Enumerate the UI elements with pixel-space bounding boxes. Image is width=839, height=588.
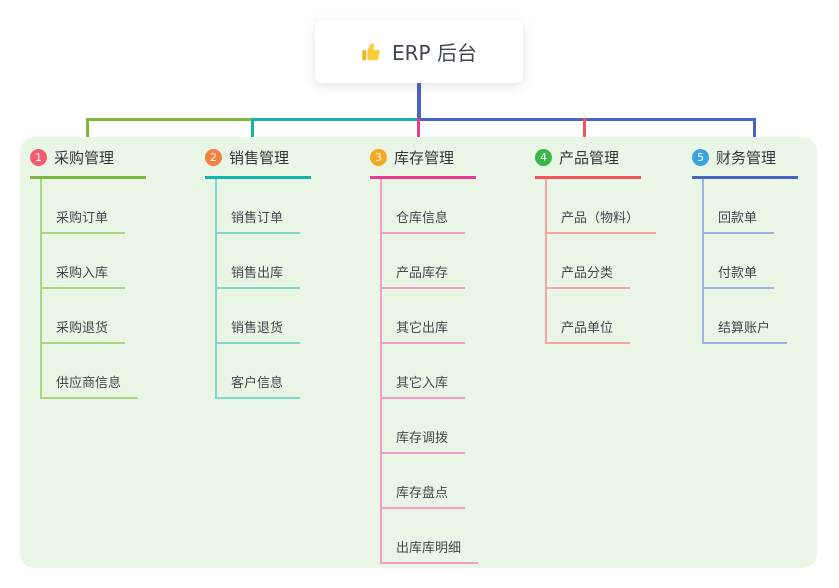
child-node[interactable]: 库存盘点 [382, 454, 478, 509]
thumbs-up-icon [362, 42, 380, 60]
branch-label: 销售管理 [229, 149, 290, 167]
child-node[interactable]: 产品单位 [547, 289, 656, 344]
child-node[interactable]: 仓库信息 [382, 179, 478, 234]
branch-inventory: 3 库存管理 仓库信息 产品库存 其它出库 其它入库 库存调拨 库存盘点 出库库… [370, 147, 479, 564]
branch-header-product[interactable]: 4 产品管理 [535, 147, 641, 179]
branch-number-badge: 1 [30, 149, 47, 166]
branch-label: 产品管理 [559, 149, 620, 167]
branch-finance: 5 财务管理 回款单 付款单 结算账户 [692, 147, 798, 344]
child-node[interactable]: 产品（物料） [547, 179, 657, 234]
child-node[interactable]: 其它入库 [382, 344, 478, 399]
branch-number-badge: 2 [205, 149, 222, 166]
child-node[interactable]: 采购退货 [42, 289, 138, 344]
child-node[interactable]: 供应商信息 [42, 344, 139, 399]
root-node-label: ERP 后台 [392, 41, 477, 65]
child-node[interactable]: 出库库明细 [382, 509, 479, 564]
branch-product: 4 产品管理 产品（物料） 产品分类 产品单位 [535, 147, 657, 344]
child-node[interactable]: 销售退货 [217, 289, 301, 344]
panel [20, 137, 817, 568]
child-node[interactable]: 销售订单 [217, 179, 301, 234]
branch-number-badge: 5 [692, 149, 709, 166]
branch-label: 财务管理 [716, 149, 777, 167]
child-node[interactable]: 库存调拨 [382, 399, 478, 454]
connector-segment-sales [252, 118, 418, 121]
child-node[interactable]: 回款单 [704, 179, 787, 234]
branch-header-inventory[interactable]: 3 库存管理 [370, 147, 476, 179]
branch-children: 销售订单 销售出库 销售退货 客户信息 [215, 179, 301, 399]
branch-sales: 2 销售管理 销售订单 销售出库 销售退货 客户信息 [205, 147, 311, 399]
child-node[interactable]: 其它出库 [382, 289, 478, 344]
branch-header-purchase[interactable]: 1 采购管理 [30, 147, 146, 179]
child-node[interactable]: 采购入库 [42, 234, 138, 289]
child-node[interactable]: 销售出库 [217, 234, 301, 289]
child-node[interactable]: 产品分类 [547, 234, 656, 289]
root-stem-connector [417, 83, 421, 119]
branch-number-badge: 3 [370, 149, 387, 166]
branch-label: 采购管理 [54, 149, 115, 167]
branch-children: 回款单 付款单 结算账户 [702, 179, 788, 344]
branch-header-finance[interactable]: 5 财务管理 [692, 147, 798, 179]
connector-segment-purchase [86, 118, 252, 121]
child-node[interactable]: 付款单 [704, 234, 787, 289]
branch-purchase: 1 采购管理 采购订单 采购入库 采购退货 供应商信息 [30, 147, 146, 399]
branch-children: 仓库信息 产品库存 其它出库 其它入库 库存调拨 库存盘点 出库库明细 [380, 179, 479, 564]
branch-children: 采购订单 采购入库 采购退货 供应商信息 [40, 179, 139, 399]
branch-number-badge: 4 [535, 149, 552, 166]
child-node[interactable]: 采购订单 [42, 179, 138, 234]
root-node-erp[interactable]: ERP 后台 [315, 20, 523, 83]
branch-label: 库存管理 [394, 149, 455, 167]
branch-header-sales[interactable]: 2 销售管理 [205, 147, 311, 179]
child-node[interactable]: 结算账户 [704, 289, 788, 344]
branch-children: 产品（物料） 产品分类 产品单位 [545, 179, 657, 344]
child-node[interactable]: 客户信息 [217, 344, 301, 399]
connector-segment-right [418, 118, 756, 121]
child-node[interactable]: 产品库存 [382, 234, 478, 289]
